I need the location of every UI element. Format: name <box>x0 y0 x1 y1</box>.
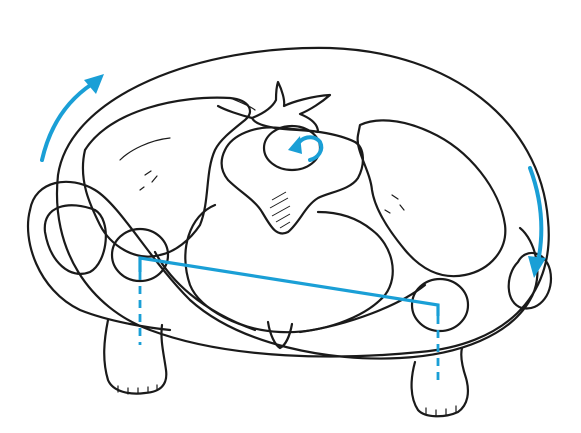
body-outline-oval <box>55 46 550 358</box>
left-iliac-crest-detail <box>119 97 256 161</box>
left-femoral-head <box>110 227 170 283</box>
right-femoral-head <box>410 277 470 333</box>
left-iliac-texture <box>139 170 158 191</box>
sacrum <box>220 126 364 235</box>
vertebra-left-process <box>216 104 254 120</box>
left-iliac-wing <box>81 96 252 258</box>
rotation-arrow-right-icon <box>528 166 546 278</box>
spinal-rotation-arrow-icon <box>288 135 324 162</box>
left-foot <box>103 318 168 395</box>
right-hip-contour <box>507 252 553 310</box>
right-foot <box>410 346 469 418</box>
body-outline-rotated <box>28 180 539 360</box>
right-foot-toes <box>425 405 457 417</box>
left-hip-contour <box>43 204 107 275</box>
left-foot-toes <box>117 384 158 395</box>
body-outline-left-lobe <box>26 208 172 332</box>
pelvic-tilt-line <box>138 256 440 316</box>
right-iliac-wing <box>356 119 507 278</box>
right-iliac-texture <box>384 194 405 214</box>
pubic-symphysis <box>266 320 294 350</box>
sacrum-hatching <box>269 191 291 229</box>
spinous-process <box>250 80 332 134</box>
rotation-arrow-left-icon <box>40 74 104 162</box>
